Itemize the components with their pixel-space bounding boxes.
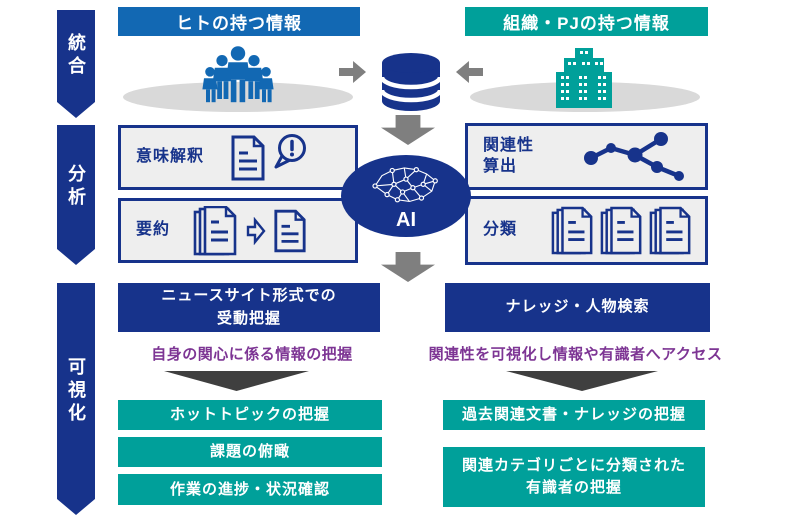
stage-label-integration: 統合	[66, 33, 86, 79]
news-site-header: ニュースサイト形式での 受動把握	[118, 283, 380, 332]
viz-item-progress-status: 作業の進捗・状況確認	[118, 474, 382, 505]
semantic-interpretation-label: 意味解釈	[136, 148, 205, 166]
summarization-label: 要約	[136, 221, 171, 239]
document-stack-icon	[193, 205, 239, 256]
document-stack-icon	[600, 206, 644, 256]
stage-label-visualization: 可視化	[66, 356, 86, 426]
viz-item-issue-overview: 課題の俯瞰	[118, 437, 382, 467]
alert-speech-bubble-icon	[273, 133, 309, 171]
relation-label-line2: 算出	[483, 157, 518, 175]
viz-item-hot-topics: ホットトピックの把握	[118, 400, 382, 430]
arrow-right-icon	[339, 61, 366, 83]
triangle-down-icon	[506, 371, 658, 391]
ai-node: AI	[341, 155, 471, 237]
document-stack-icon	[551, 206, 595, 256]
stage-ribbon-visualization: 可視化	[57, 283, 95, 515]
stage-label-analysis: 分析	[66, 164, 86, 210]
knowledge-search-header-line1: ナレッジ・人物検索	[505, 298, 650, 316]
classification-box: 分類	[465, 196, 708, 265]
ai-label: AI	[396, 208, 416, 231]
news-site-header-line1: ニュースサイト形式での	[161, 287, 337, 304]
stage-ribbon-integration: 統合	[57, 10, 95, 118]
human-info-header-label: ヒトの持つ情報	[176, 14, 302, 33]
document-icon	[230, 135, 266, 181]
org-info-header: 組織・PJの持つ情報	[465, 7, 708, 36]
database-icon	[379, 52, 443, 114]
classification-label: 分類	[483, 221, 518, 239]
semantic-interpretation-box: 意味解釈	[118, 125, 358, 190]
document-icon	[273, 209, 307, 253]
viz-item-experts-by-category: 関連カテゴリごとに分類された 有識者の把握	[443, 447, 705, 507]
neural-network-brain-icon	[363, 163, 449, 209]
knowledge-search-header: ナレッジ・人物検索	[445, 283, 710, 332]
viz-item-past-documents: 過去関連文書・ナレッジの把握	[443, 400, 705, 430]
network-graph-icon	[579, 129, 687, 185]
arrow-left-icon	[456, 61, 483, 83]
news-site-caption: 自身の関心に係る情報の把握	[151, 346, 353, 363]
summarization-box: 要約	[118, 198, 358, 263]
triangle-down-icon	[164, 371, 309, 391]
arrow-down-icon	[381, 115, 435, 145]
knowledge-search-caption: 関連性を可視化し情報や有識者へアクセス	[428, 346, 723, 363]
relation-calculation-box: 関連性 算出	[465, 123, 708, 190]
building-icon	[554, 46, 614, 108]
stage-ribbon-analysis: 分析	[57, 125, 95, 265]
human-shadow-ellipse	[123, 82, 353, 112]
chevron-right-icon	[246, 216, 266, 245]
document-stack-icon	[649, 206, 693, 256]
arrow-down-icon	[381, 252, 435, 282]
human-info-header: ヒトの持つ情報	[118, 7, 360, 36]
news-site-header-line2: 受動把握	[216, 309, 281, 327]
people-group-icon	[198, 40, 278, 110]
org-info-header-label: 組織・PJの持つ情報	[503, 14, 670, 33]
relation-label-line1: 関連性	[483, 136, 535, 154]
